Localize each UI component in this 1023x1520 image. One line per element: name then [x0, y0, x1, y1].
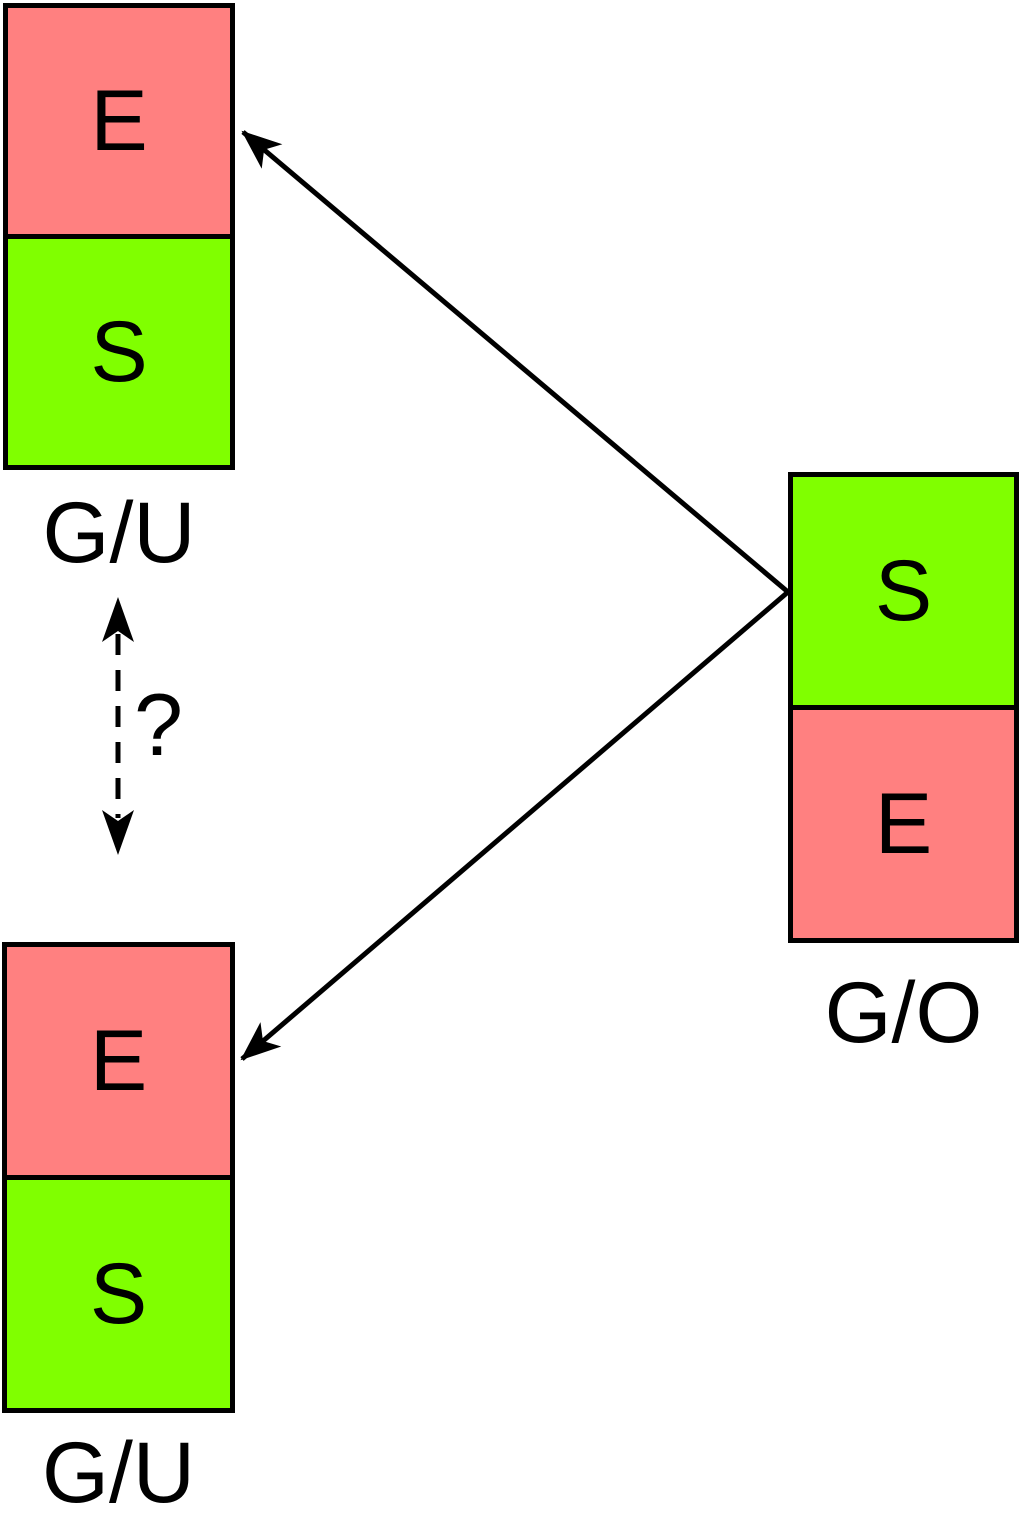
node-label-gu-top: G/U	[42, 485, 196, 581]
segment-letter: E	[90, 73, 148, 169]
node-gu-top: E S	[3, 3, 235, 470]
segment-letter: S	[89, 1246, 148, 1342]
segment-s: S	[7, 1175, 230, 1408]
segment-e: E	[793, 705, 1014, 938]
segment-e: E	[7, 947, 230, 1175]
segment-e: E	[8, 8, 230, 234]
segment-letter: S	[874, 543, 933, 639]
node-label-go: G/O	[824, 965, 983, 1061]
segment-letter: E	[89, 1013, 148, 1109]
question-mark-label: ?	[134, 675, 183, 774]
node-label-gu-bottom: G/U	[42, 1425, 195, 1520]
arrow-go-to-top-gu	[241, 130, 790, 594]
segment-letter: E	[874, 776, 933, 872]
node-go: S E	[788, 472, 1019, 943]
question-arrow-down-head-icon	[102, 810, 134, 855]
arrow-go-to-bottom-gu	[240, 590, 790, 1061]
node-gu-bottom: E S	[2, 942, 235, 1413]
question-arrow-up-head-icon	[102, 597, 134, 642]
segment-letter: S	[90, 304, 148, 400]
segment-s: S	[8, 234, 230, 465]
segment-s: S	[793, 477, 1014, 705]
